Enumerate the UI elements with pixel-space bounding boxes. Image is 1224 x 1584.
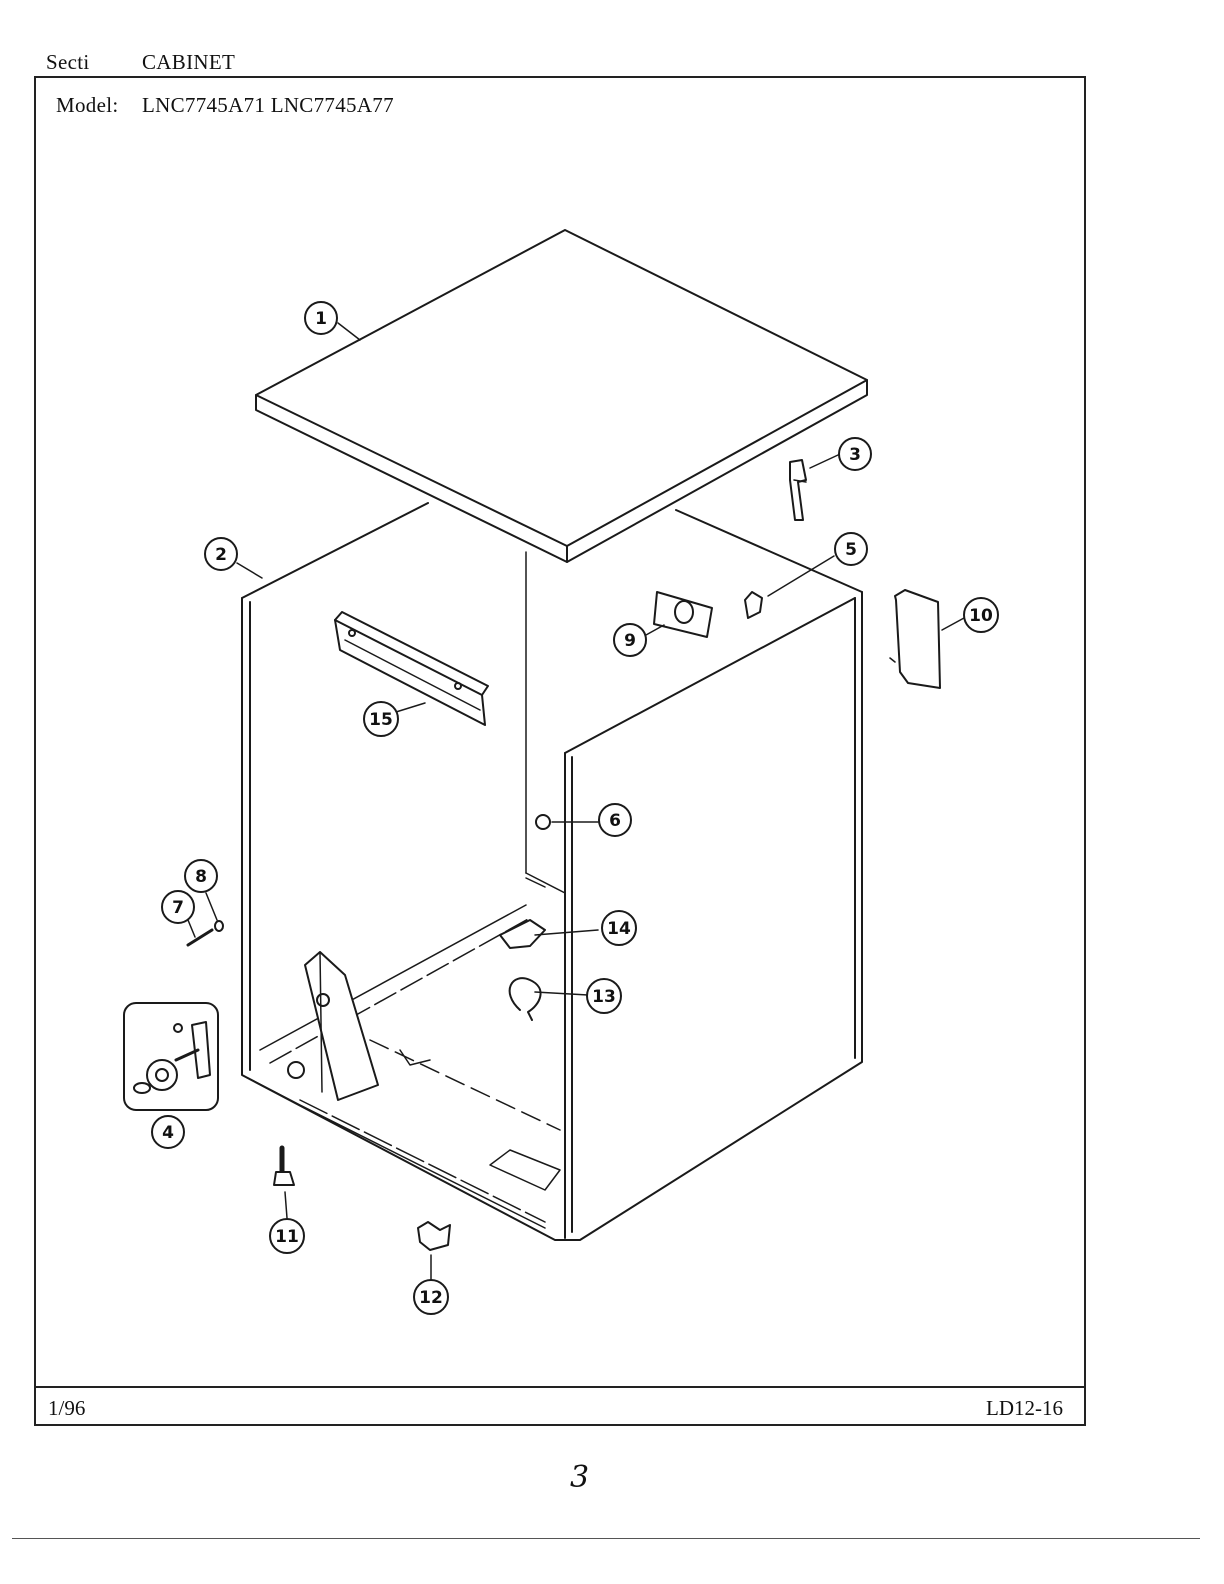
svg-text:13: 13 bbox=[592, 987, 616, 1007]
svg-text:6: 6 bbox=[609, 811, 621, 831]
callout-7: 7 bbox=[161, 890, 195, 924]
model-label: Model: bbox=[56, 93, 119, 117]
callout-1: 1 bbox=[304, 301, 338, 335]
svg-text:10: 10 bbox=[969, 606, 993, 626]
part-spring-clip bbox=[508, 977, 542, 1021]
part-leveling-leg bbox=[273, 1145, 295, 1186]
section-label: Secti bbox=[46, 50, 90, 74]
callout-3: 3 bbox=[838, 437, 872, 471]
callout-12: 12 bbox=[413, 1279, 449, 1315]
callout-11: 11 bbox=[269, 1218, 305, 1254]
svg-text:12: 12 bbox=[419, 1288, 443, 1308]
part-clip bbox=[789, 459, 807, 521]
part-side-shield bbox=[889, 589, 941, 689]
revision-date: 1/96 bbox=[48, 1396, 86, 1420]
part-roller-assembly bbox=[123, 1002, 219, 1111]
callout-13: 13 bbox=[586, 978, 622, 1014]
page-number: 3 bbox=[570, 1460, 590, 1495]
part-cabinet-body bbox=[241, 502, 863, 1241]
svg-text:4: 4 bbox=[162, 1123, 174, 1143]
svg-text:14: 14 bbox=[607, 919, 631, 939]
svg-text:2: 2 bbox=[215, 545, 227, 565]
svg-text:7: 7 bbox=[172, 898, 184, 918]
leader-lines bbox=[187, 322, 965, 1281]
callout-9: 9 bbox=[613, 623, 647, 657]
part-top-panel bbox=[255, 229, 868, 563]
model-numbers: LNC7745A71 LNC7745A77 bbox=[142, 93, 394, 117]
part-small-bracket bbox=[744, 591, 763, 619]
svg-text:5: 5 bbox=[845, 540, 857, 560]
callout-2: 2 bbox=[204, 537, 238, 571]
callout-8: 8 bbox=[184, 859, 218, 893]
part-foot-bracket bbox=[417, 1221, 451, 1251]
svg-text:11: 11 bbox=[275, 1227, 299, 1247]
svg-text:1: 1 bbox=[315, 309, 327, 329]
callout-5: 5 bbox=[834, 532, 868, 566]
document-code: LD12-16 bbox=[986, 1396, 1063, 1420]
part-mounting-plate bbox=[653, 591, 713, 638]
svg-text:3: 3 bbox=[849, 445, 861, 465]
svg-text:8: 8 bbox=[195, 867, 207, 887]
part-rear-bracket bbox=[334, 611, 489, 726]
part-cover-plate bbox=[499, 919, 546, 949]
callout-10: 10 bbox=[963, 597, 999, 633]
callout-14: 14 bbox=[601, 910, 637, 946]
callout-4: 4 bbox=[151, 1115, 185, 1149]
diagram-frame bbox=[34, 76, 1086, 1426]
section-title: CABINET bbox=[142, 50, 236, 74]
footer-rule-top bbox=[34, 1386, 1086, 1388]
page-bottom-rule bbox=[12, 1538, 1200, 1539]
part-screw-and-washer bbox=[186, 920, 224, 947]
callout-6: 6 bbox=[598, 803, 632, 837]
svg-text:9: 9 bbox=[624, 631, 636, 651]
callout-15: 15 bbox=[363, 701, 399, 737]
part-hole-plug bbox=[535, 814, 551, 830]
footer-rule-bottom bbox=[34, 1424, 1086, 1426]
svg-text:15: 15 bbox=[369, 710, 393, 730]
